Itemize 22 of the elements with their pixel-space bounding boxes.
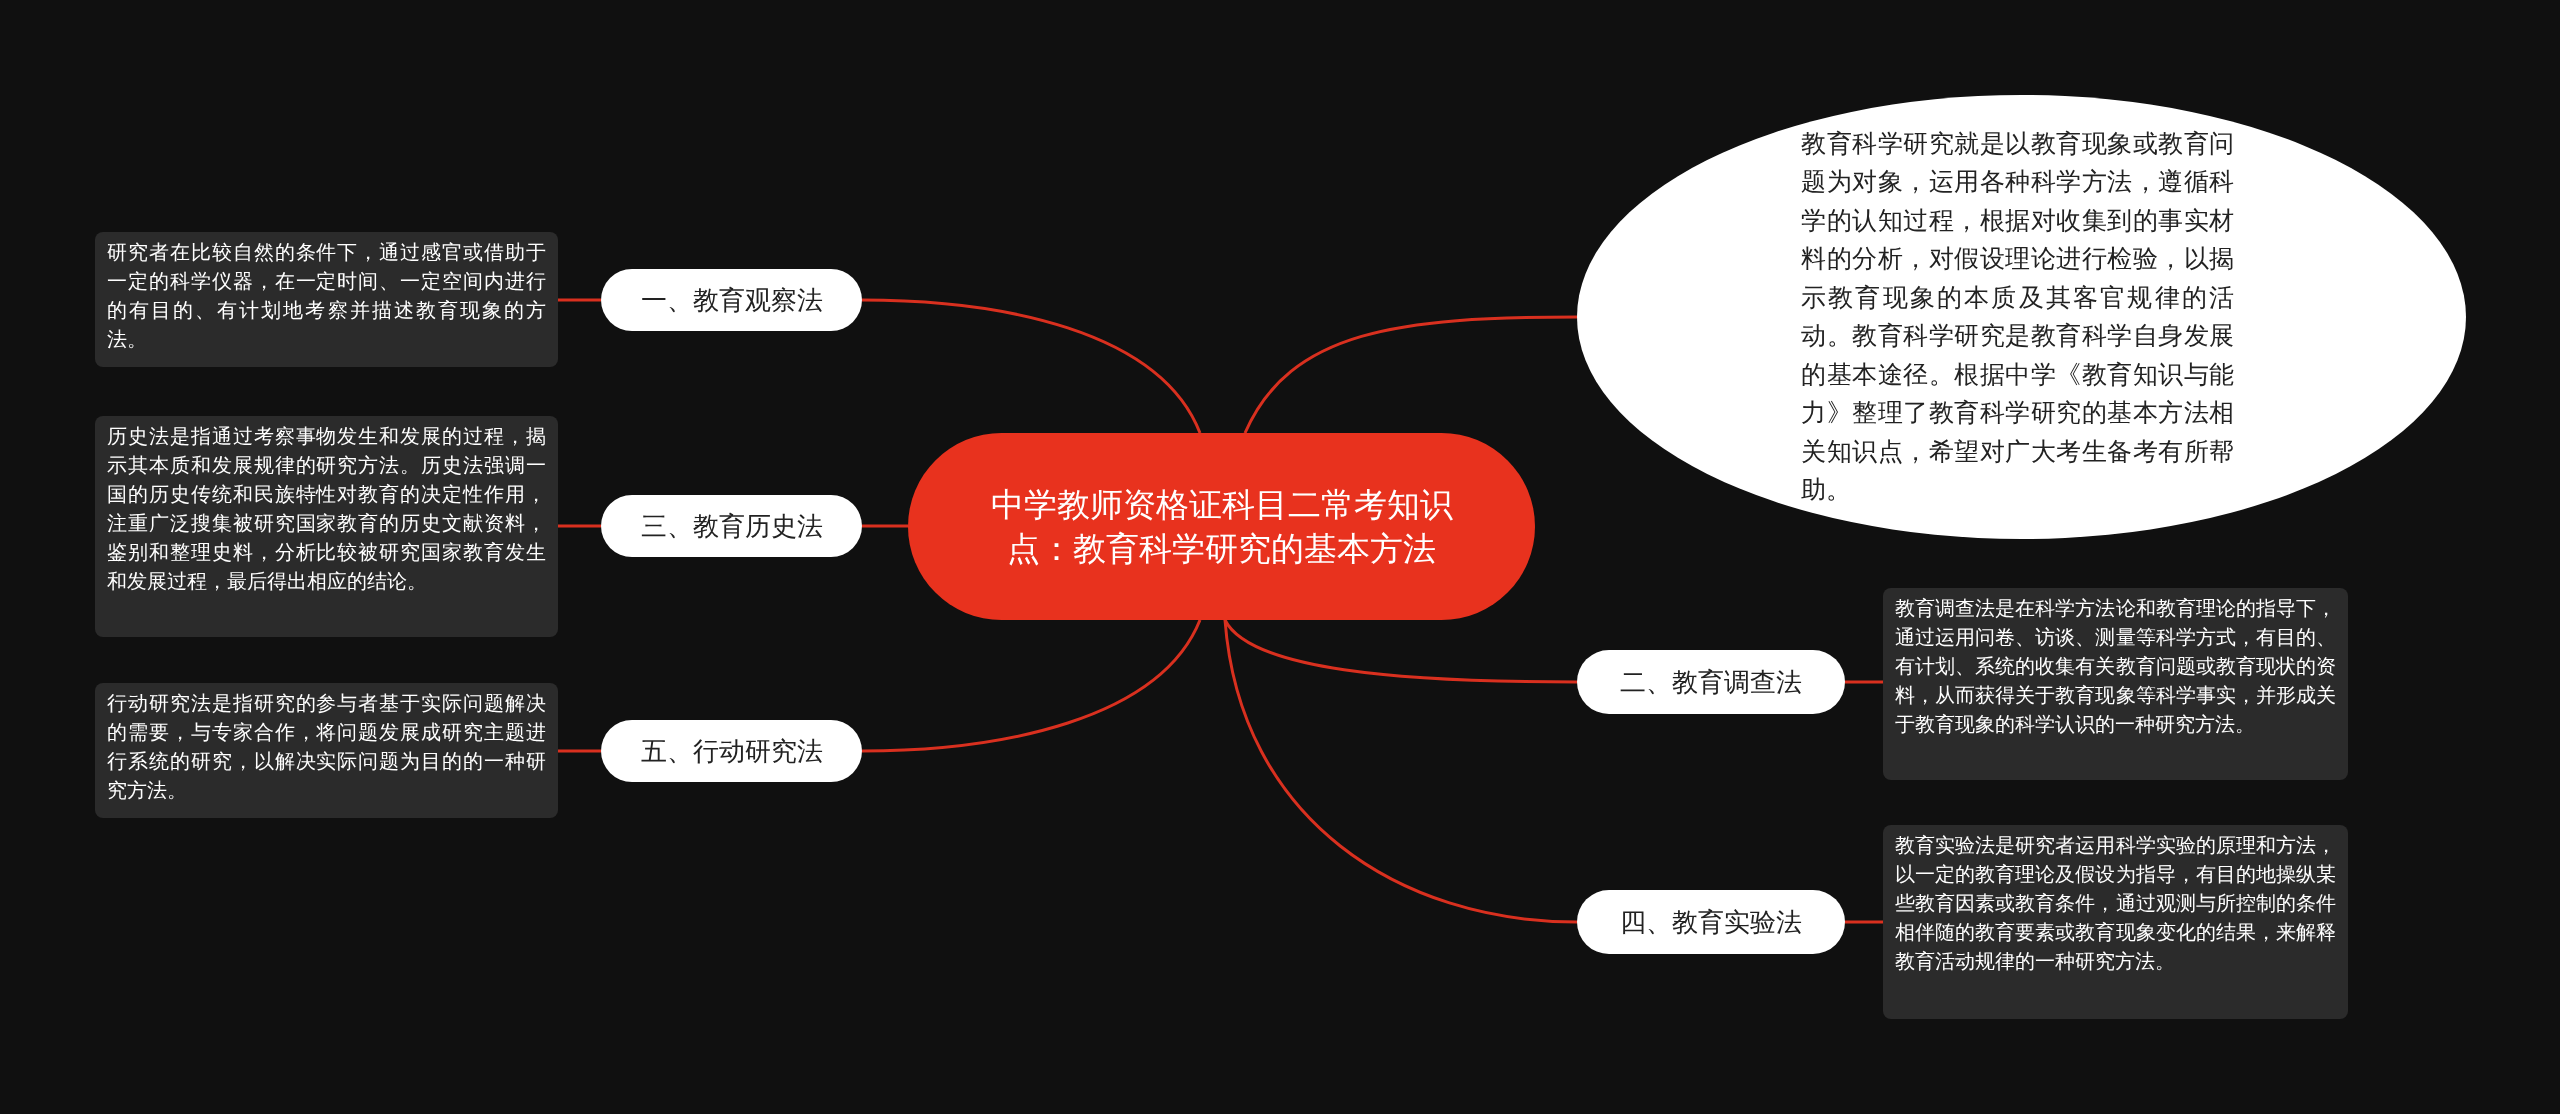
description-box: 教育调查法是在科学方法论和教育理论的指导下，通过运用问卷、访谈、测量等科学方式，有目的、有计划、系统的收集有关教育问题或教育现状的资料，从而获得关于教育现象等科学事实，并形成关于教育现象的科学认识的一种研究方法。 — [1883, 588, 2348, 780]
connector-line — [1223, 619, 1578, 924]
connector-line — [558, 524, 601, 528]
connector-line — [1243, 315, 1577, 434]
description-box: 历史法是指通过考察事物发生和发展的过程，揭示其本质和发展规律的研究方法。历史法强调一国的历史传统和民族特性对教育的决定性作用，注重广泛搜集被研究国家教育的历史文献资料，鉴别和整理史料，分析比较被研究国家教育发生和发展过程，最后得出相应的结论。 — [95, 416, 558, 637]
connector-line — [861, 298, 1202, 434]
branch-box: 三、教育历史法 — [601, 495, 862, 557]
description-box: 研究者在比较自然的条件下，通过感官或借助于一定的科学仪器，在一定时间、一定空间内进行的有目的、有计划地考察并描述教育现象的方法。 — [95, 232, 558, 367]
connector-line — [861, 619, 1202, 753]
description-box: 教育实验法是研究者运用科学实验的原理和方法，以一定的教育理论及假设为指导，有目的地操纵某些教育因素或教育条件，通过观测与所控制的条件相伴随的教育要素或教育现象变化的结果，来解释教育活动规律的一种研究方法。 — [1883, 825, 2348, 1019]
connector-line — [862, 524, 908, 528]
topic-box: 中学教师资格证科目二常考知识点：教育科学研究的基本方法 — [908, 433, 1535, 620]
connector-line — [1845, 680, 1883, 684]
summary-oval: 教育科学研究就是以教育现象或教育问题为对象，运用各种科学方法，遵循科学的认知过程，根据对收集到的事实材料的分析，对假设理论进行检验，以揭示教育现象的本质及其客官规律的活动。教育科学研究是教育科学自身发展的基本途径。根据中学《教育知识与能力》整理了教育科学研究的基本方法相关知识点，希望对广大考生备考有所帮助。 — [1577, 95, 2466, 539]
branch-box: 四、教育实验法 — [1577, 890, 1845, 954]
connector-line — [558, 749, 601, 753]
branch-box: 二、教育调查法 — [1577, 650, 1845, 714]
description-box: 行动研究法是指研究的参与者基于实际问题解决的需要，与专家合作，将问题发展成研究主题进行系统的研究，以解决实际问题为目的的一种研究方法。 — [95, 683, 558, 818]
branch-box: 一、教育观察法 — [601, 269, 862, 331]
connector-line — [1845, 920, 1883, 924]
connector-line — [558, 298, 601, 302]
branch-box: 五、行动研究法 — [601, 720, 862, 782]
